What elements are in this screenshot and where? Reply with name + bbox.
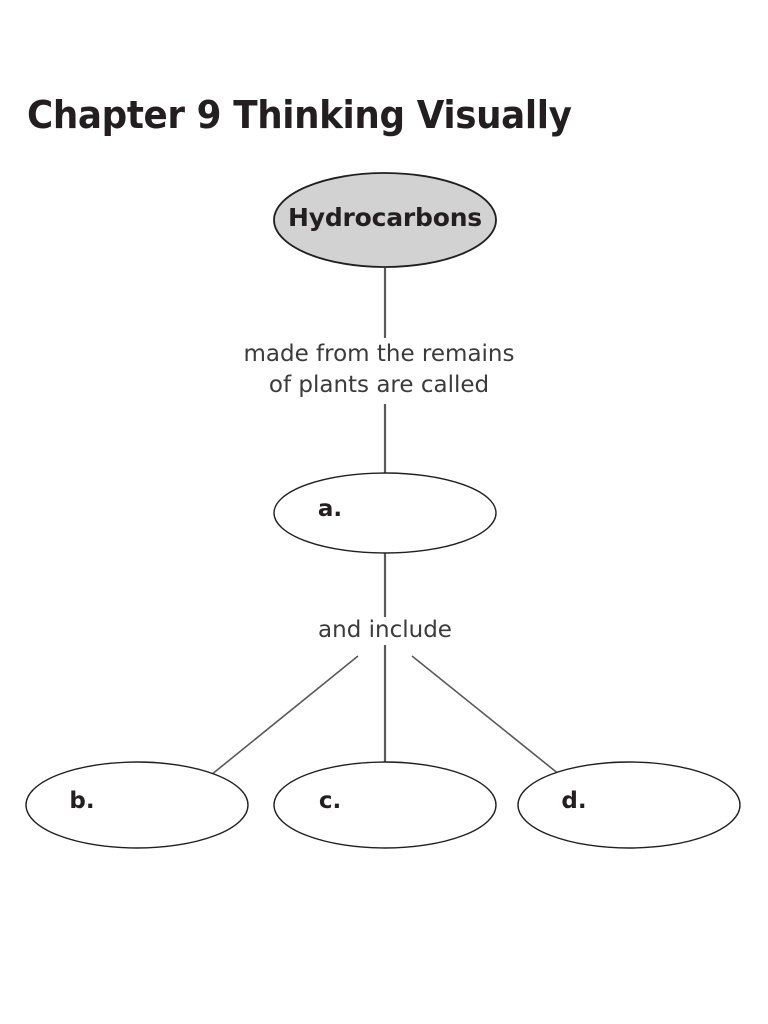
node-ellipse-d[interactable] xyxy=(517,761,741,849)
node-label-c: c. xyxy=(318,788,342,814)
connector-lines-group xyxy=(210,268,561,776)
node-ellipse-hydrocarbons[interactable] xyxy=(273,172,497,268)
node-label-a: a. xyxy=(317,496,343,522)
edge-label-made-from-remains: made from the remains of plants are call… xyxy=(243,341,515,398)
node-ellipse-b[interactable] xyxy=(25,761,249,849)
page-title: Chapter 9 Thinking Visually xyxy=(27,93,572,137)
node-label-hydrocarbons: Hydrocarbons xyxy=(288,203,482,232)
nodes-group xyxy=(25,172,741,849)
edge-label-and-include: and include xyxy=(318,617,452,643)
node-label-d: d. xyxy=(561,788,587,814)
node-ellipse-c[interactable] xyxy=(273,761,497,849)
connector-node-a-to-node-d xyxy=(411,655,561,776)
node-label-b: b. xyxy=(69,788,95,814)
connector-node-a-to-node-b xyxy=(210,655,359,776)
edge-label-backdrop xyxy=(305,617,465,645)
node-ellipse-a[interactable] xyxy=(273,472,497,554)
